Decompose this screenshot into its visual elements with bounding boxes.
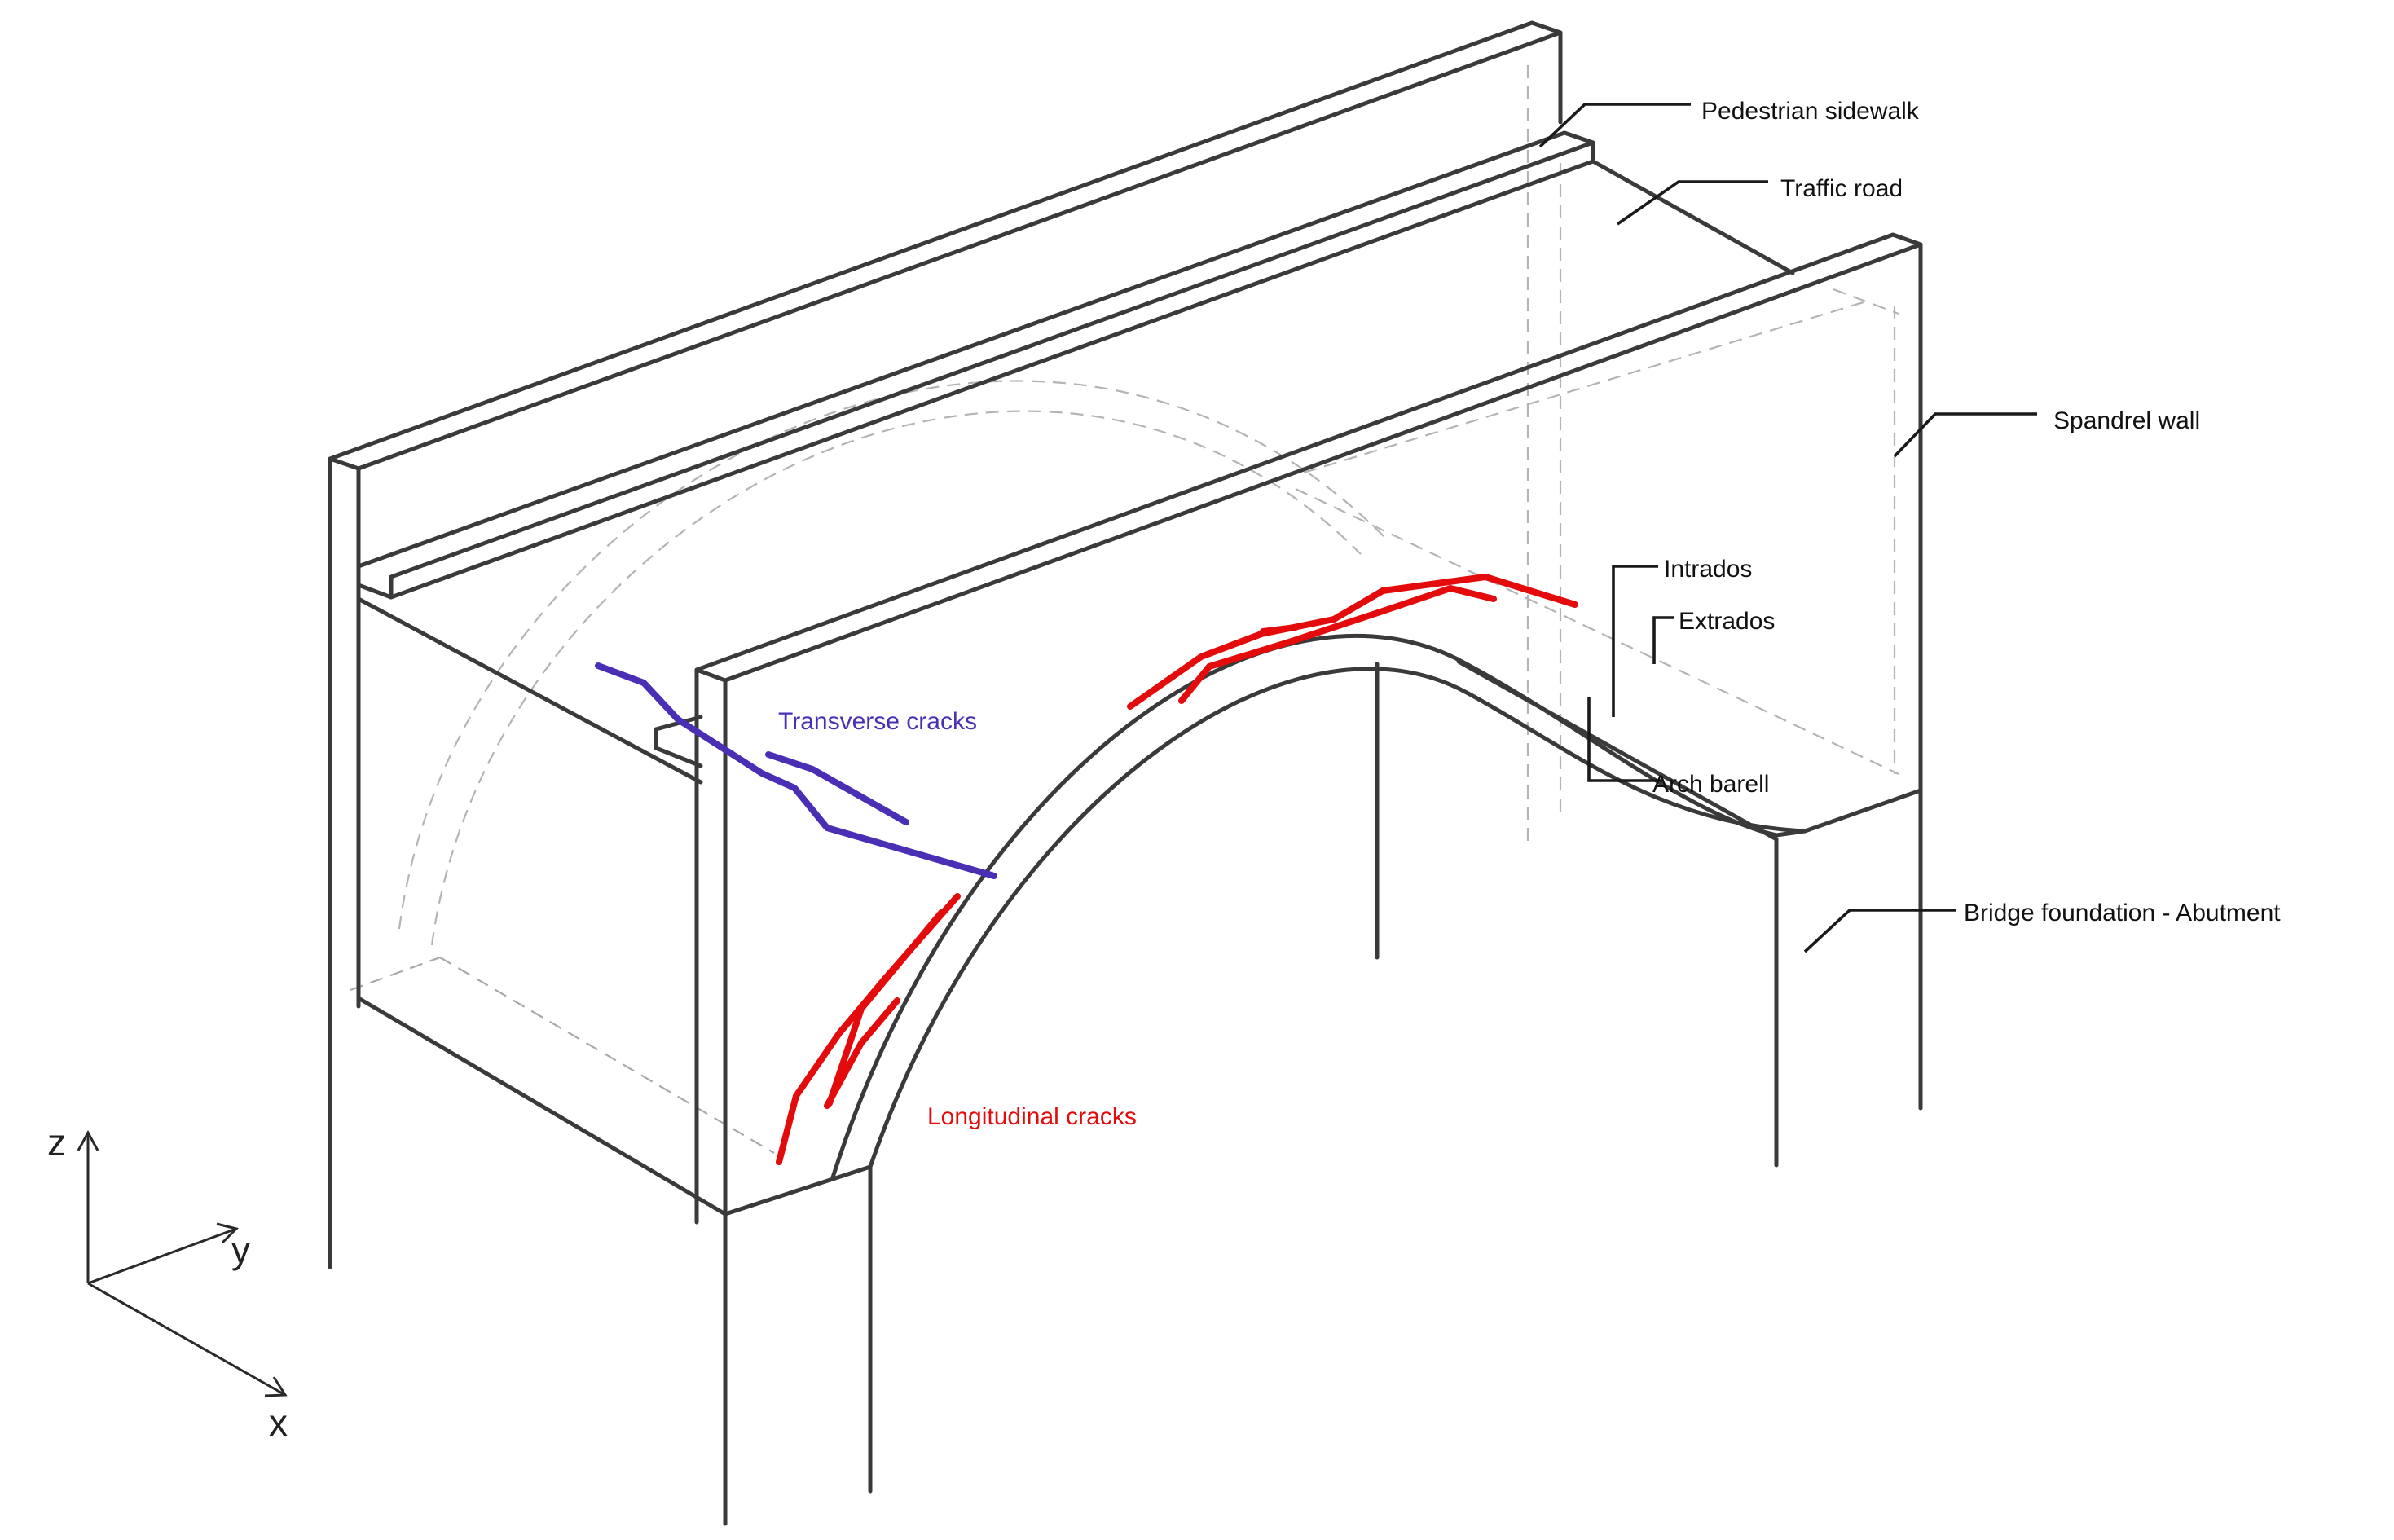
deck [356, 130, 1795, 785]
label-traffic-road: Traffic road [1780, 175, 1903, 202]
abutments [723, 837, 1779, 1526]
leader-spandrel-wall [1893, 412, 2037, 458]
leader-pedestrian-sidewalk [1538, 103, 1691, 148]
longitudinal-cracks [776, 574, 1578, 1165]
z-axis-label: z [47, 1121, 66, 1164]
far-arch-intrados-hidden [430, 410, 1362, 946]
labels: Pedestrian sidewalk Traffic road Spandre… [778, 98, 2281, 1130]
label-arch-barell: Arch barell [1652, 771, 1769, 798]
near-spandrel-wall [356, 232, 1923, 1225]
longitudinal-crack-6 [1260, 624, 1299, 635]
label-bridge-foundation: Bridge foundation - Abutment [1964, 900, 2281, 926]
far-arch-extrados-hidden [398, 380, 1386, 930]
arch-intrados [868, 667, 1807, 1169]
x-axis-label: x [269, 1401, 288, 1444]
y-axis-label: y [231, 1229, 250, 1271]
label-transverse-cracks: Transverse cracks [778, 708, 977, 735]
longitudinal-crack-3 [824, 997, 900, 1109]
hidden-lines [350, 65, 1899, 1154]
y-axis-arrowhead [216, 1222, 239, 1244]
leader-intrados [1612, 565, 1658, 717]
coordinate-axes: z y x [47, 1121, 288, 1444]
transverse-crack-1 [595, 662, 997, 879]
leader-extrados [1652, 616, 1674, 664]
leader-arch-barell [1587, 697, 1662, 782]
label-extrados: Extrados [1679, 608, 1775, 635]
leader-traffic-road [1616, 180, 1768, 226]
longitudinal-crack-4 [1127, 574, 1578, 710]
deck-hidden-line [1303, 300, 1867, 474]
near-arch-extrados-hidden [1295, 488, 1899, 775]
far-base-hidden [350, 956, 441, 992]
x-axis [87, 1282, 286, 1397]
arch-barrel [830, 633, 1923, 1180]
label-pedestrian-sidewalk: Pedestrian sidewalk [1701, 98, 1920, 125]
longitudinal-crack-5 [1178, 585, 1497, 704]
z-axis-arrowhead [77, 1129, 99, 1151]
longitudinal-crack-2 [826, 909, 945, 1107]
transverse-cracks [595, 662, 997, 879]
x-axis-arrowhead [264, 1376, 288, 1397]
label-spandrel-wall: Spandrel wall [2053, 407, 2200, 434]
label-intrados: Intrados [1664, 556, 1752, 583]
label-longitudinal-cracks: Longitudinal cracks [927, 1103, 1137, 1130]
transverse-crack-2 [765, 751, 909, 825]
wall-top-hidden [1833, 288, 1899, 315]
y-axis [87, 1227, 237, 1285]
leader-lines [1538, 103, 2037, 953]
leader-bridge-foundation [1803, 909, 1956, 953]
far-abutment-hidden [439, 957, 775, 1154]
left-parapet [328, 20, 1563, 1269]
